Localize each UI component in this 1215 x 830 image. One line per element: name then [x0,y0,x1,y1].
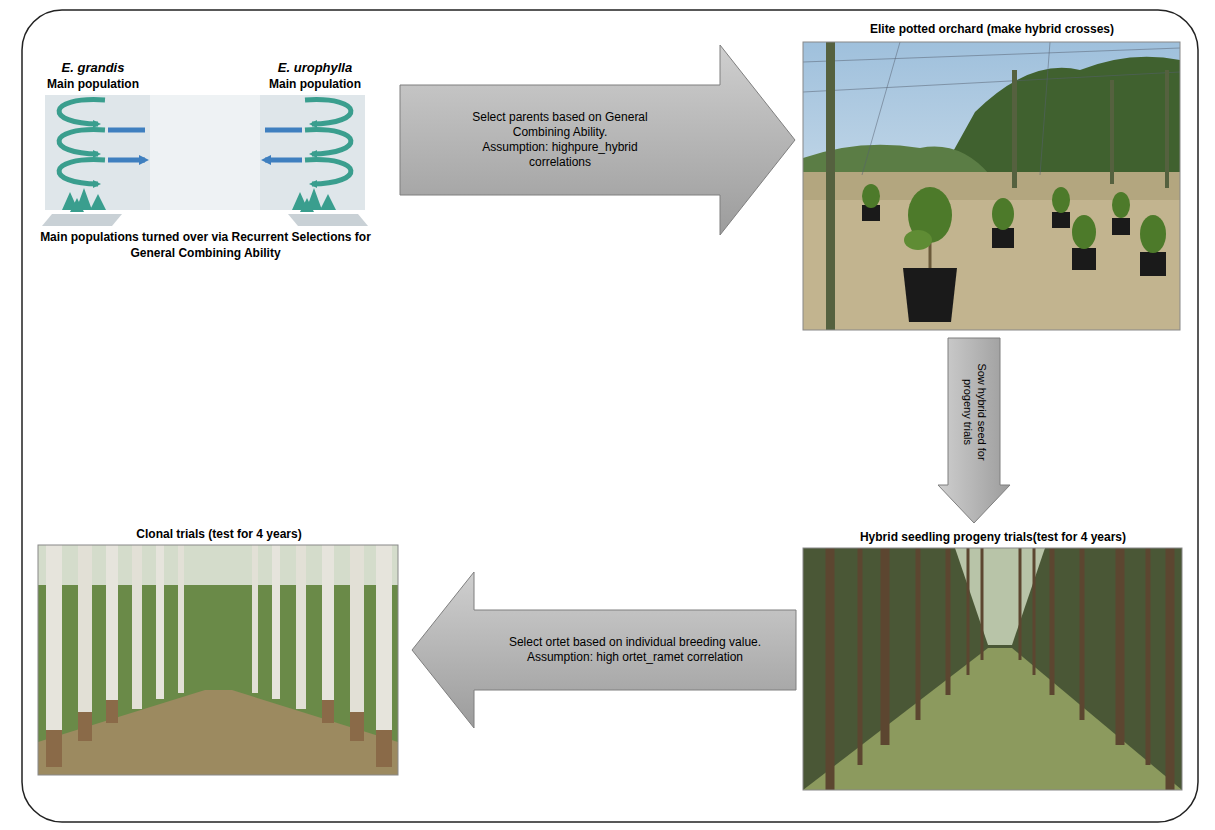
orchard-photo-image-part [1140,215,1166,253]
progeny-trial-image [803,548,1182,790]
clonal-trial-image-part [322,545,334,723]
photo-heading: Clonal trials (test for 4 years) [36,527,402,541]
recurrent-selection-graphic [42,95,368,226]
recurrent-selection-graphic-part [59,160,105,184]
orchard-photo-image-part [803,172,1180,330]
clonal-trial-image-part [38,545,398,775]
clonal-trial-image-part [252,545,258,693]
panel-caption: Main populations turned over via Recurre… [38,230,373,261]
orchard-photo-image-part [1072,248,1096,270]
orchard-photo-image-part [992,228,1014,248]
clonal-trial-photo: Clonal trials (test for 4 years) [36,527,402,777]
block-arrow [412,572,796,728]
progeny-trial-image-part [803,548,1182,790]
clonal-trial-image-part [46,700,392,767]
orchard-photo-image-part [903,268,957,322]
orchard-photo-image-part [1052,187,1070,213]
recurrent-selection-graphic-part [288,214,368,226]
recurrent-selection-graphic-part [265,130,302,160]
orchard-photo-image-part [803,42,1180,330]
orchard-photo-image-part [992,198,1014,230]
recurrent-selection-graphic-part [150,95,260,210]
recurrent-selection-graphic-part [305,130,351,154]
arrow-label-group: Select ortet based on individual breedin… [475,635,795,665]
clonal-trial-image [38,545,398,775]
recurrent-selection-graphic-part [62,188,106,212]
arrow-label: Select parents based on General Combinin… [458,110,663,140]
population-label: Main population [38,77,148,91]
progeny-trial-image-part [803,548,1182,790]
recurrent-selection-graphic-part [59,100,105,124]
orchard-photo-image-part [1112,218,1130,235]
arrow-label-group: Select parents based on General Combinin… [458,110,663,170]
orchard-photo-image-part [1140,252,1166,276]
orchard-photo-image-part [940,57,1180,175]
orchard-photo-image-part [803,42,1180,175]
arrow-label-group: Sow hybrid seed for progeny trials [960,347,988,477]
arrow-label: Sow hybrid seed for progeny trials [960,347,988,477]
progeny-trial-image-part [968,548,1034,675]
clonal-trial-image-part [132,545,142,709]
recurrent-selection-graphic-part [42,214,122,226]
orchard-photo-image-part [862,184,880,208]
outer-frame [22,10,1198,822]
photo-heading: Hybrid seedling progeny trials(test for … [800,530,1186,544]
orchard-photo-image-part [904,230,932,250]
progeny-trial-image-part [860,548,1148,765]
clonal-trial-image-part [106,545,118,723]
outer-frame-part [22,10,1198,822]
assumption-note: Assumption: highpure_hybrid correlations [458,140,663,170]
block-arrow [938,338,1010,523]
orchard-photo-image-part [1110,80,1114,184]
recurrent-selection-graphic-part [305,160,351,184]
clonal-trial-image-part [78,545,92,741]
recurrent-selection-graphic-part [45,95,150,210]
clonal-trial-image-part [156,545,164,699]
clonal-trial-image-part [350,545,364,741]
progeny-trial-photo: Hybrid seedling progeny trials(test for … [800,528,1186,792]
population-label: Main population [260,77,370,91]
orchard-photo-image-part [1165,70,1169,188]
orchard-photo-image-part [1072,215,1096,249]
population-panel: E. grandisMain populationE. urophyllaMai… [38,60,373,266]
progeny-trial-image-part [830,548,1170,790]
clonal-trial-image-part [272,545,280,699]
orchard-photo-image-part [1112,192,1130,218]
species-name: E. grandis [38,60,148,76]
orchard-photo-image-part [803,42,1180,330]
orchard-photo-image-part [1012,70,1017,188]
species-name: E. urophylla [260,60,370,76]
clonal-trial-image-part [38,545,398,775]
clonal-trial-image-part [178,545,184,693]
recurrent-selection-graphic-part [59,130,105,154]
arrow-label: Select ortet based on individual breedin… [509,635,761,650]
block-arrow [400,45,795,235]
assumption-note: Assumption: high ortet_ramet correlation [527,650,743,665]
recurrent-selection-graphic-part [292,188,336,212]
orchard-photo-image [803,42,1180,330]
clonal-trial-image-part [296,545,306,709]
orchard-photo-image-part [826,42,835,330]
orchard-photo: Elite potted orchard (make hybrid crosse… [798,20,1186,334]
photo-heading: Elite potted orchard (make hybrid crosse… [798,22,1186,36]
orchard-photo-image-part [1052,212,1070,228]
recurrent-selection-graphic-part [108,130,145,160]
recurrent-selection-graphic-part [305,100,351,124]
